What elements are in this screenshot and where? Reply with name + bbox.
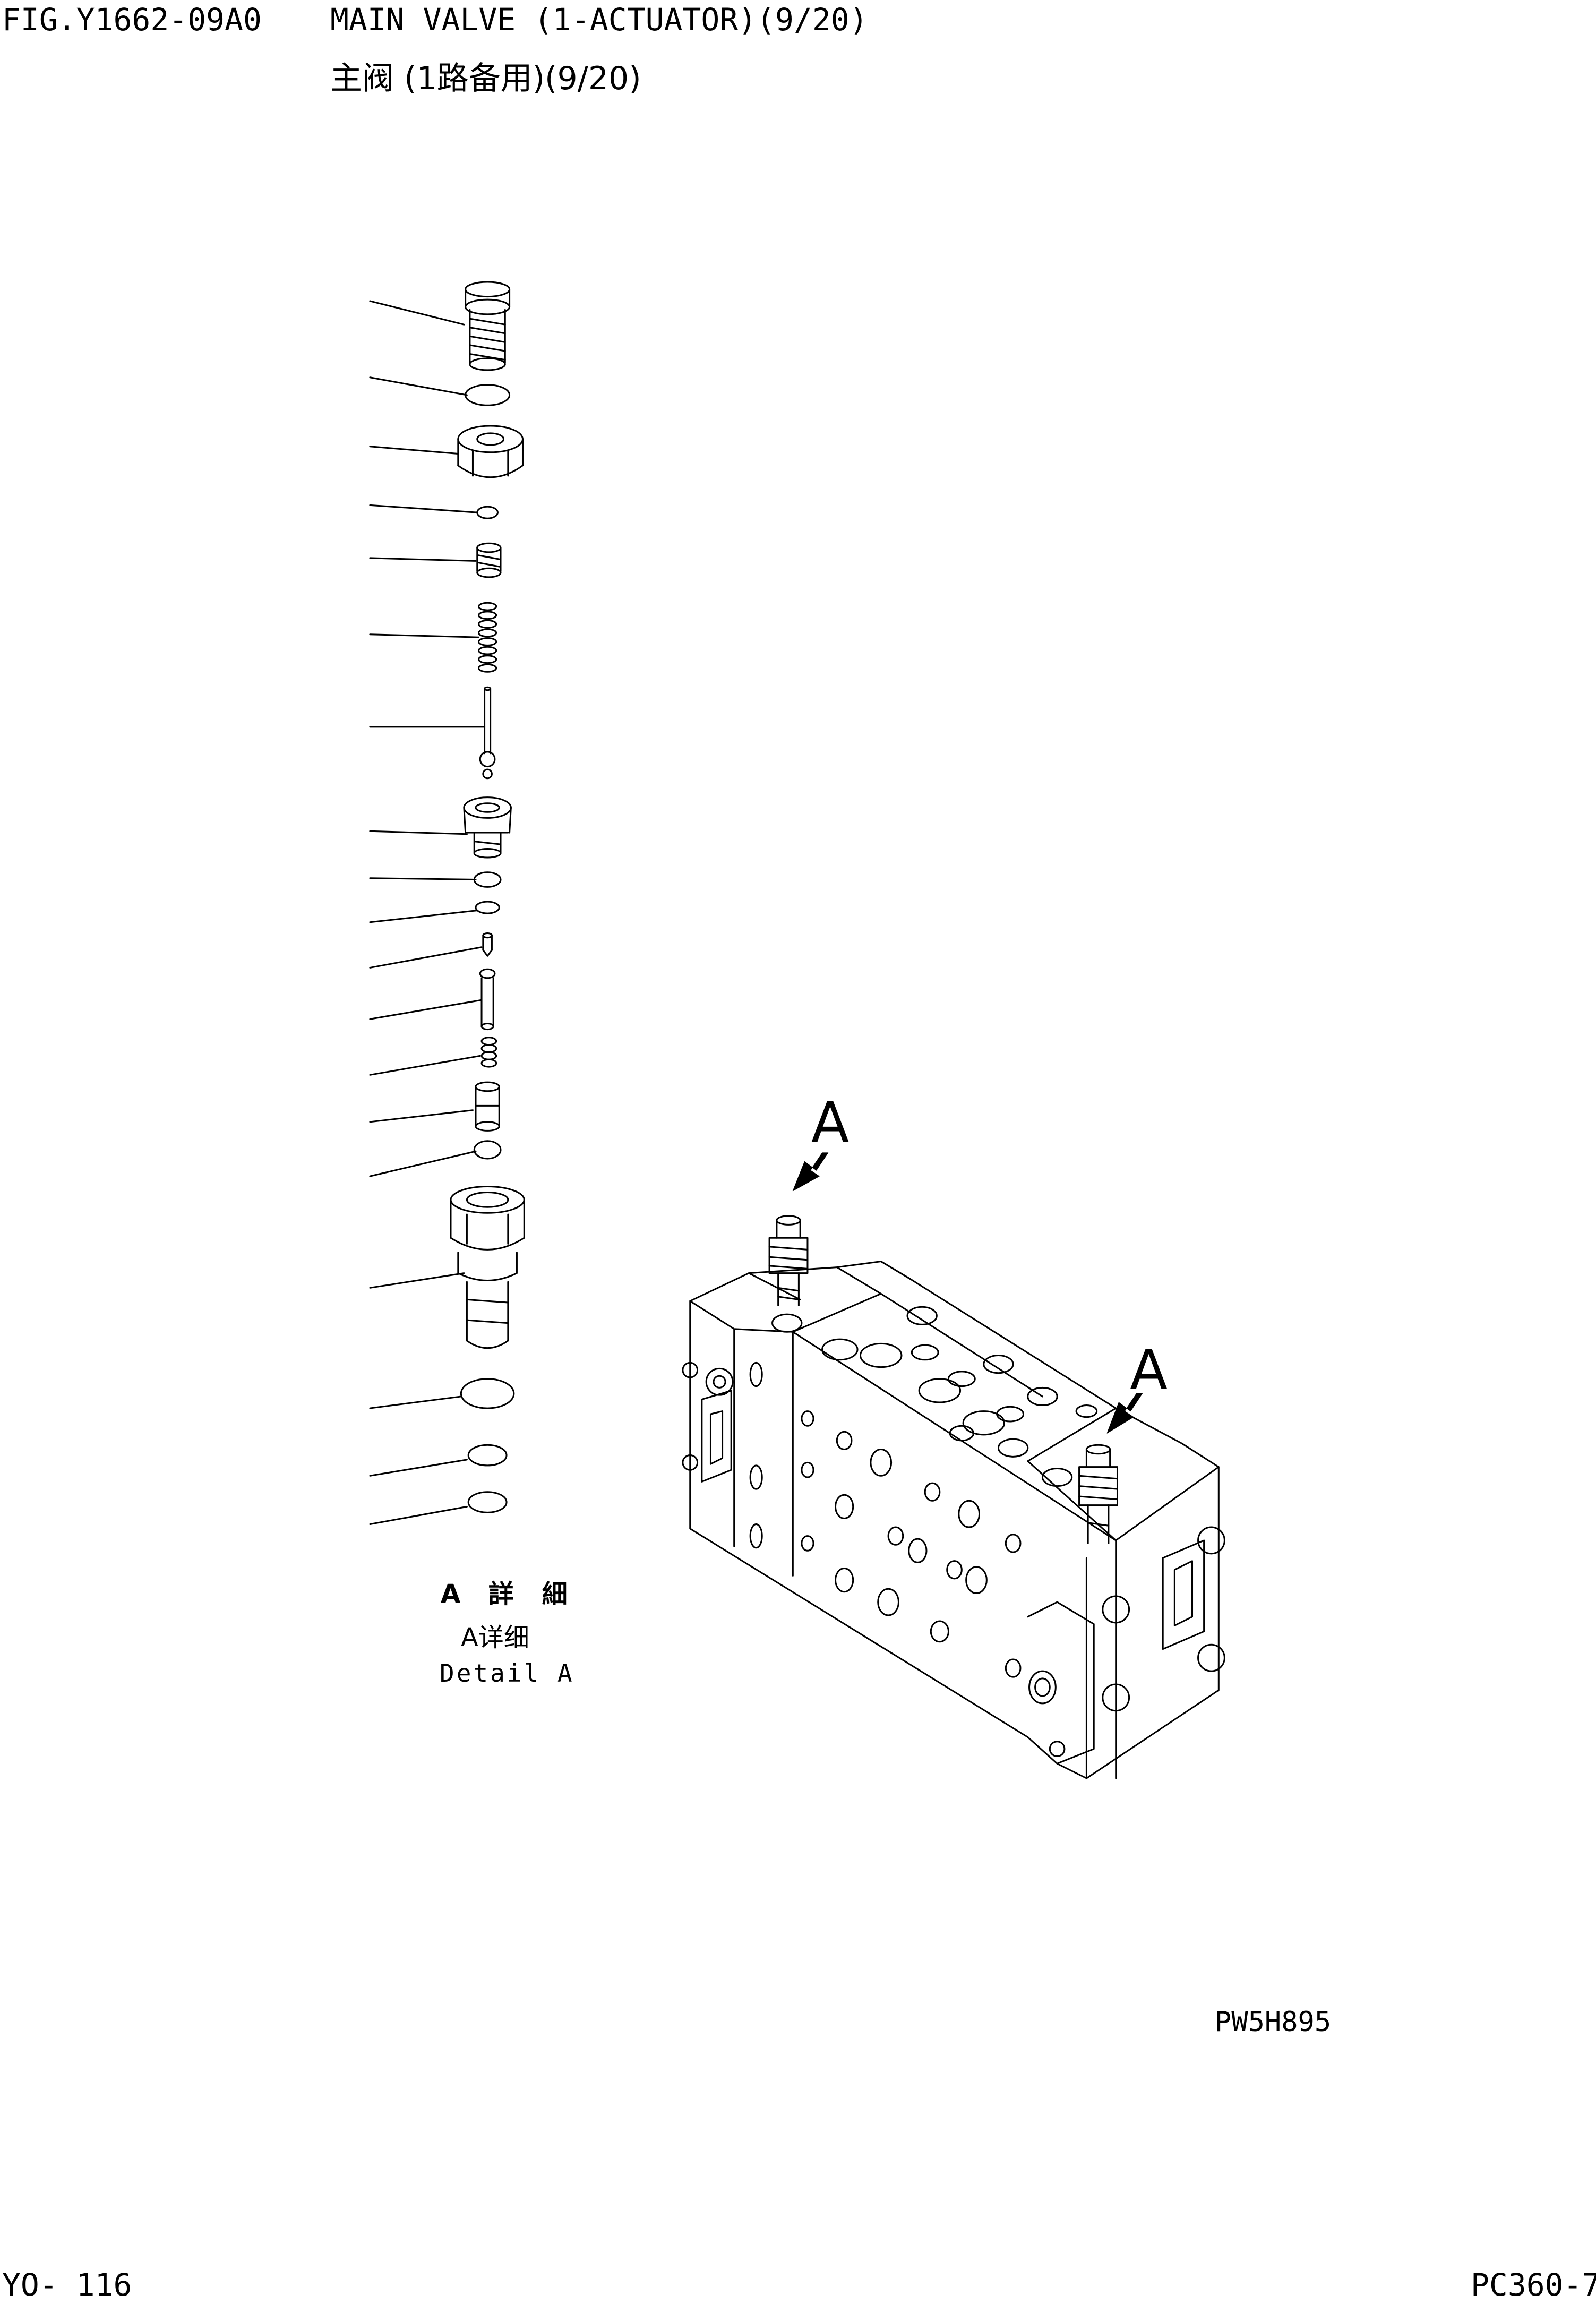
leader-line	[370, 1397, 461, 1408]
figure-number: FIG.Y1662-09A0	[2, 2, 262, 38]
leader-line	[370, 1273, 464, 1288]
main-valve-assembly	[683, 1153, 1224, 1778]
leader-line	[370, 1056, 480, 1075]
machine-model: PC360-7	[1471, 2267, 1596, 2303]
leader-line	[370, 1460, 467, 1476]
o-ring-part	[477, 507, 498, 518]
leader-line	[370, 1151, 476, 1176]
page-number: YO- 116	[2, 2267, 132, 2303]
detail-label-english: Detail A	[440, 1659, 574, 1688]
port-holes-side	[750, 1363, 1056, 1703]
o-ring-part	[461, 1379, 514, 1408]
leader-lines	[370, 301, 485, 1524]
page-title-chinese: 主阀 (1路备用)(9/20)	[330, 60, 641, 97]
poppet-part	[483, 933, 492, 956]
bolts	[683, 1363, 1224, 1756]
detail-label-bold: A 詳 細	[441, 1579, 577, 1609]
leader-line	[370, 447, 458, 454]
view-arrow-left	[793, 1153, 828, 1191]
sleeve-part	[476, 1082, 499, 1130]
spring-part	[479, 603, 496, 672]
o-ring-part	[466, 385, 510, 406]
page-title-english: MAIN VALVE (1-ACTUATOR)(9/20)	[330, 2, 868, 38]
port-holes-top	[773, 1307, 1097, 1486]
view-arrow-right	[1107, 1393, 1142, 1433]
plug-part	[466, 282, 510, 370]
detail-label-chinese: A详细	[461, 1623, 529, 1652]
backup-ring-part	[474, 872, 501, 887]
leader-line	[370, 831, 467, 834]
valve-body-outline	[690, 1262, 1219, 1778]
leader-line	[370, 1110, 473, 1122]
view-marker-right: A	[1130, 1338, 1168, 1402]
leader-line	[370, 635, 479, 638]
leader-line	[370, 911, 477, 922]
nut-part	[458, 426, 523, 477]
leader-line	[370, 378, 467, 395]
poppet-part	[477, 543, 501, 577]
leader-line	[370, 1506, 467, 1524]
leader-line	[370, 505, 477, 512]
leader-line	[370, 878, 476, 880]
relief-valve-mounted-right	[1079, 1445, 1118, 1543]
piston-part	[480, 687, 495, 778]
relief-valve-mounted-left	[769, 1216, 808, 1306]
spring-part	[482, 1038, 496, 1067]
parts-stack	[370, 282, 524, 1524]
drawing-code: PW5H895	[1215, 2006, 1332, 2038]
leader-line	[370, 301, 464, 324]
body-part	[464, 798, 511, 858]
leader-line	[370, 947, 482, 968]
leader-line	[370, 558, 476, 561]
view-marker-left: A	[811, 1090, 850, 1155]
o-ring-part	[468, 1445, 507, 1466]
leader-line	[370, 1000, 482, 1019]
relief-valve-body-part	[451, 1186, 524, 1348]
piston-part	[480, 969, 495, 1029]
o-ring-part	[474, 1141, 501, 1159]
o-ring-part	[468, 1492, 507, 1513]
o-ring-part	[476, 902, 499, 913]
